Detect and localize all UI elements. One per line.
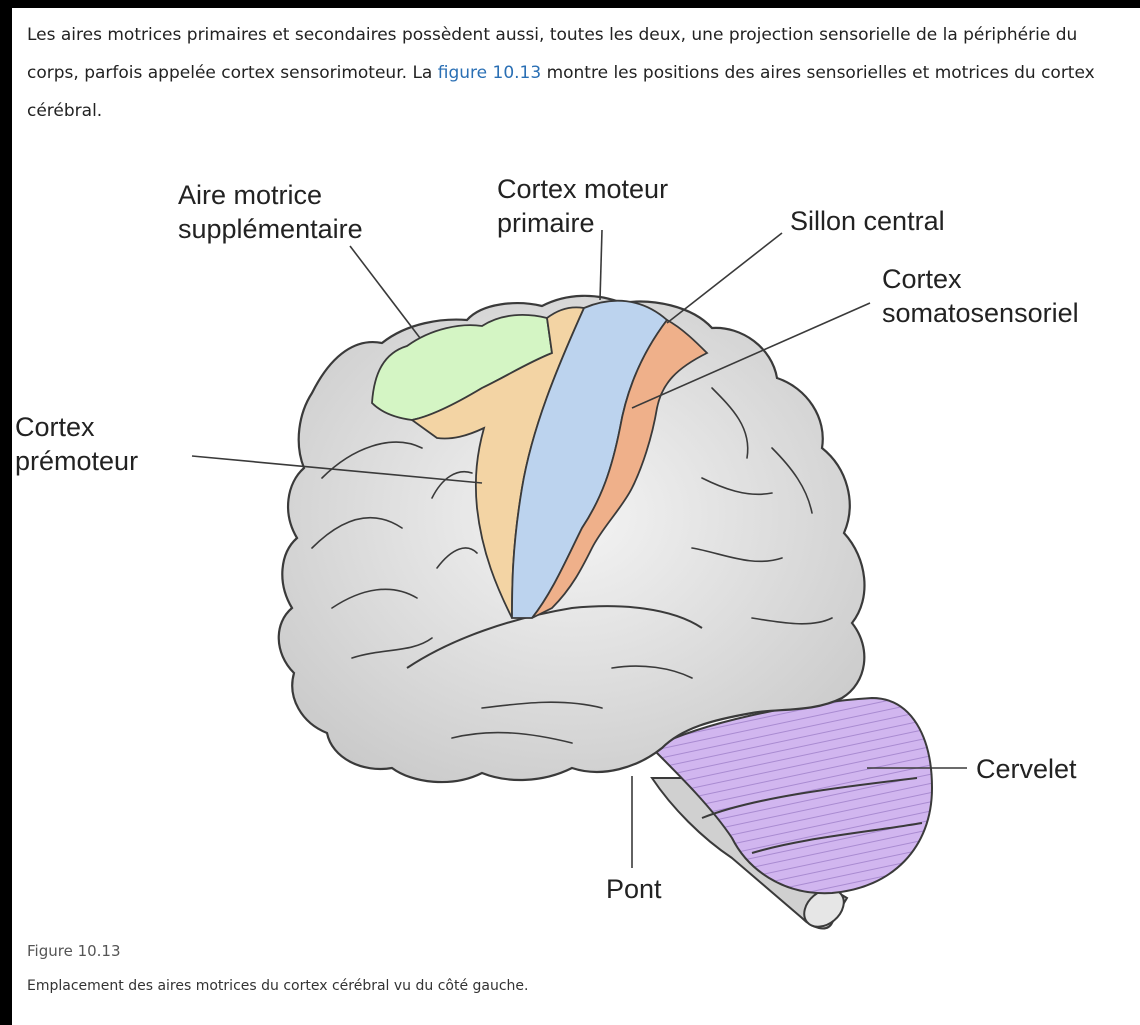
cerebellum-fold-1 bbox=[701, 777, 918, 819]
label-supplementary-motor-line1: Aire motrice bbox=[178, 180, 322, 210]
label-somatosensory-line2: somatosensoriel bbox=[882, 298, 1079, 328]
intro-paragraph: Les aires motrices primaires et secondai… bbox=[27, 16, 1127, 130]
label-central-sulcus: Sillon central bbox=[790, 206, 945, 236]
label-pons: Pont bbox=[606, 874, 662, 904]
figure-link[interactable]: figure 10.13 bbox=[437, 63, 542, 83]
paragraph-text-start: Les aires motrices primaires et secondai… bbox=[27, 25, 1078, 83]
paragraph-text-end: montre les positions des aires sensoriel… bbox=[27, 63, 1095, 121]
label-premotor-line1: Cortex bbox=[15, 412, 95, 442]
figure-caption-label: Figure 10.13 bbox=[27, 942, 121, 960]
page: Les aires motrices primaires et secondai… bbox=[12, 8, 1140, 1025]
lateral-sulcus bbox=[406, 605, 703, 669]
somatosensory-cortex bbox=[531, 318, 709, 619]
cerebellum-fold-2 bbox=[751, 822, 923, 854]
label-somatosensory-line1: Cortex bbox=[882, 264, 962, 294]
label-premotor-line2: prémoteur bbox=[15, 446, 138, 476]
label-primary-motor-line2: primaire bbox=[497, 208, 595, 238]
brainstem-end bbox=[803, 888, 845, 928]
brain-diagram: Aire motrice supplémentaire Cortex moteu… bbox=[15, 174, 1079, 930]
label-supplementary-motor-line2: supplémentaire bbox=[178, 214, 363, 244]
label-cerebellum: Cervelet bbox=[976, 754, 1077, 784]
leader-lines bbox=[191, 229, 967, 868]
label-primary-motor-line1: Cortex moteur bbox=[497, 174, 668, 204]
sulci bbox=[311, 387, 833, 744]
figure-caption-text: Emplacement des aires motrices du cortex… bbox=[27, 978, 529, 994]
